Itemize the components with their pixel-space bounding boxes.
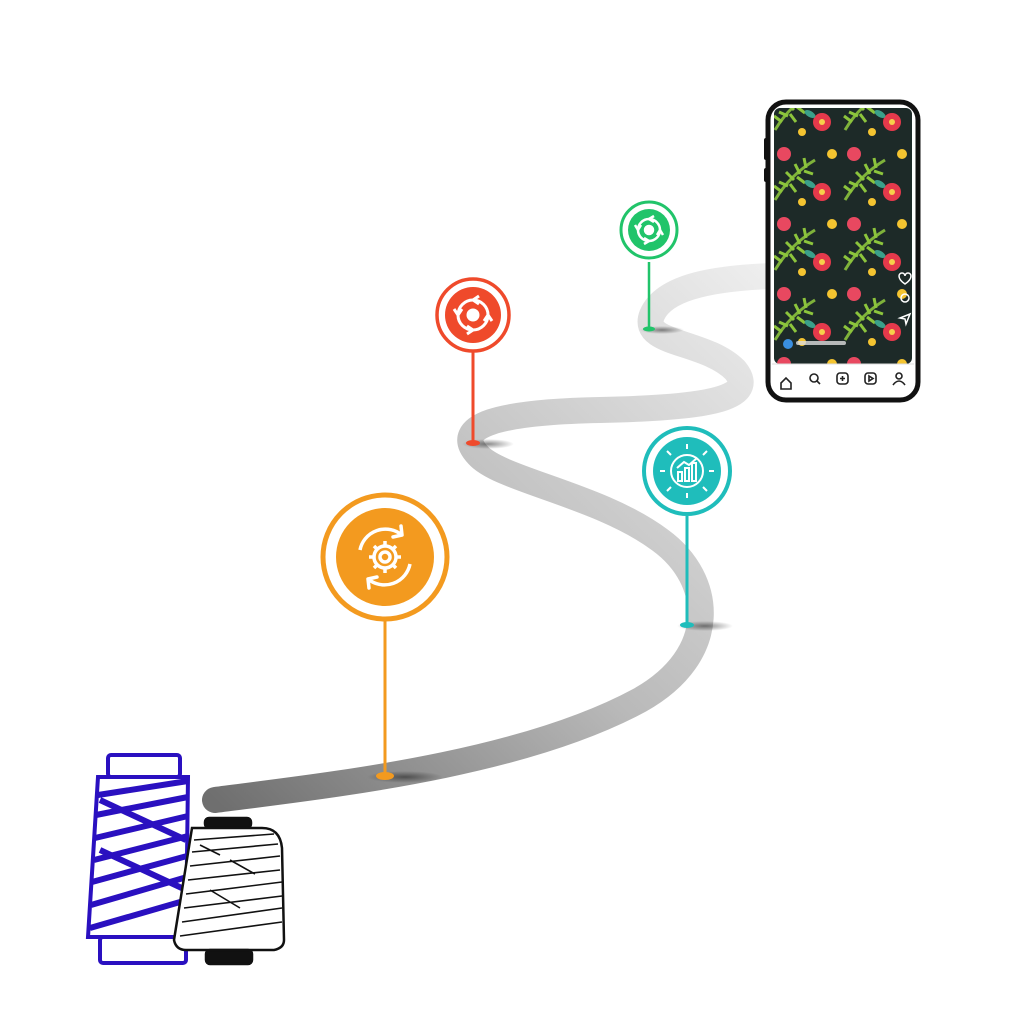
milestone-pin-2	[435, 277, 514, 449]
search-icon	[809, 373, 821, 385]
growth-chart-icon	[660, 444, 714, 498]
recycle-arrows-icon	[633, 214, 665, 246]
blue-thread-cone	[85, 753, 191, 965]
milestone-pin-4	[642, 426, 733, 631]
smartphone	[764, 99, 921, 403]
gear-cycle-icon	[358, 524, 412, 590]
milestone-pin-3	[619, 200, 684, 334]
send-icon	[897, 312, 912, 327]
phone-side-actions	[897, 272, 912, 327]
add-icon	[836, 372, 849, 385]
heart-icon	[898, 272, 912, 285]
home-icon	[780, 376, 792, 390]
black-white-thread-cone	[172, 816, 286, 966]
comment-icon	[900, 293, 910, 303]
winding-path	[202, 263, 785, 813]
phone-nav-bar	[780, 372, 906, 390]
profile-icon	[892, 372, 906, 386]
recycle-arrows-icon	[452, 294, 494, 336]
reels-icon	[864, 372, 877, 385]
floral-screen	[774, 108, 912, 364]
milestone-pin-1	[320, 492, 450, 783]
